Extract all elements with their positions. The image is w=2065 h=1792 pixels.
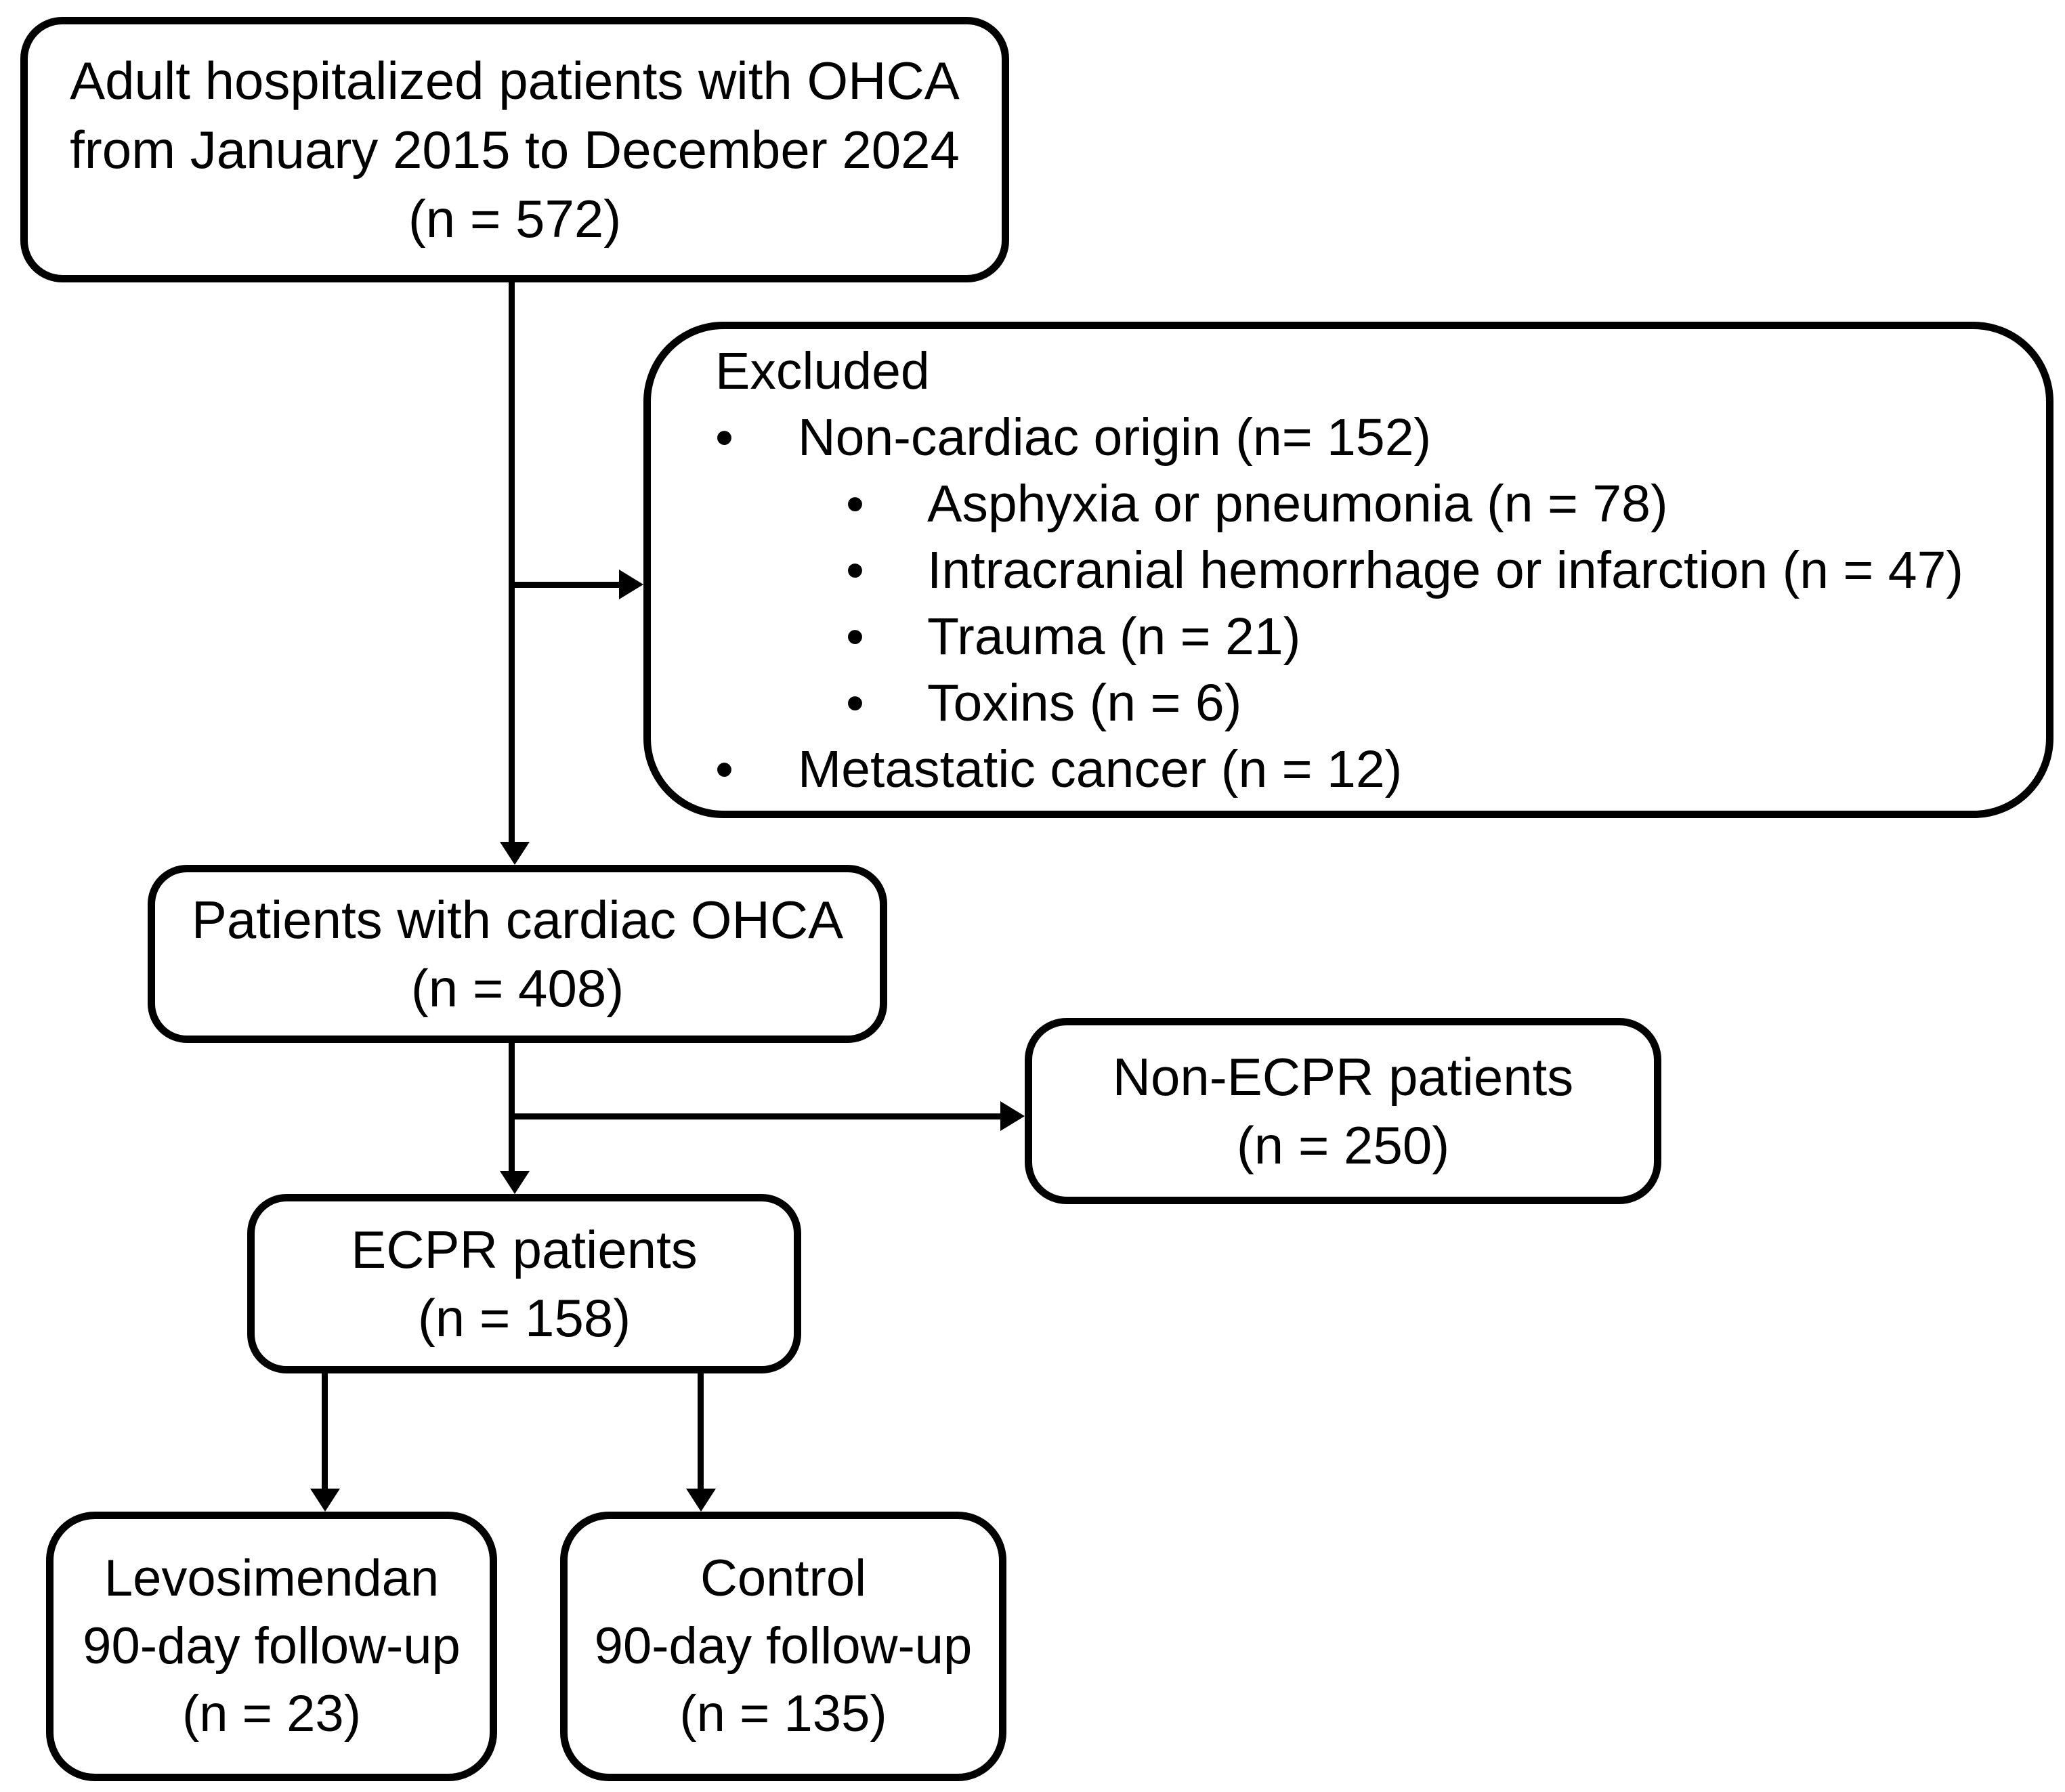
excluded-item-text: Non-cardiac origin (n= 152): [798, 408, 1432, 467]
control-line: Control: [700, 1550, 866, 1607]
arrowhead-right-non-ecpr-icon: [1000, 1101, 1025, 1131]
excluded-item-text: Asphyxia or pneumonia (n = 78): [927, 474, 1668, 533]
excluded-item-text: Metastatic cancer (n = 12): [798, 740, 1403, 798]
excluded-subitem: • Intracranial hemorrhage or infarction (…: [846, 537, 2019, 603]
levosimendan-count: (n = 23): [182, 1685, 362, 1743]
connector-ecpr-to-control: [698, 1372, 704, 1489]
levosimendan-line: 90-day follow-up: [83, 1617, 461, 1675]
box-enrollment: Adult hospitalized patients with OHCA fr…: [20, 17, 1009, 282]
box-non-ecpr: Non-ECPR patients (n = 250): [1025, 1018, 1661, 1204]
excluded-subitem: • Trauma (n = 21): [846, 603, 2019, 670]
excluded-item-text: Toxins (n = 6): [927, 673, 1242, 732]
bullet-icon: •: [846, 673, 864, 732]
bullet-icon: •: [846, 607, 864, 666]
enrollment-line: Adult hospitalized patients with OHCA: [70, 51, 960, 110]
non-ecpr-count: (n = 250): [1236, 1115, 1450, 1175]
arrowhead-down-ecpr-icon: [500, 1171, 530, 1194]
excluded-title: Excluded: [715, 341, 930, 400]
cardiac-count: (n = 408): [410, 958, 624, 1018]
excluded-item: • Metastatic cancer (n = 12): [715, 736, 2019, 803]
box-control: Control 90-day follow-up (n = 135): [560, 1512, 1006, 1781]
bullet-icon: •: [715, 408, 733, 467]
ecpr-line: ECPR patients: [351, 1219, 698, 1279]
connector-ecpr-to-levosimendan: [322, 1372, 328, 1489]
connector-to-excluded: [509, 582, 619, 588]
enrollment-line: from January 2015 to December 2024: [70, 120, 960, 179]
excluded-subitem: • Asphyxia or pneumonia (n = 78): [846, 471, 2019, 537]
bullet-icon: •: [846, 540, 864, 599]
bullet-icon: •: [846, 474, 864, 533]
excluded-item: • Non-cardiac origin (n= 152): [715, 404, 2019, 471]
excluded-item-text: Trauma (n = 21): [927, 607, 1301, 666]
arrowhead-down-cardiac-icon: [500, 842, 530, 865]
box-cardiac-ohca: Patients with cardiac OHCA (n = 408): [148, 865, 887, 1043]
arrowhead-down-control-icon: [686, 1489, 716, 1512]
box-excluded: Excluded • Non-cardiac origin (n= 152) • A…: [643, 322, 2053, 818]
levosimendan-line: Levosimendan: [104, 1550, 440, 1607]
excluded-subitem: • Toxins (n = 6): [846, 670, 2019, 736]
box-levosimendan: Levosimendan 90-day follow-up (n = 23): [46, 1512, 497, 1781]
non-ecpr-line: Non-ECPR patients: [1112, 1046, 1574, 1107]
control-line: 90-day follow-up: [594, 1617, 973, 1675]
excluded-item-text: Intracranial hemorrhage or infarction (n…: [927, 540, 1964, 599]
bullet-icon: •: [715, 740, 733, 798]
connector-cardiac-to-ecpr: [509, 1042, 515, 1171]
arrowhead-right-excluded-icon: [619, 570, 643, 599]
control-count: (n = 135): [679, 1685, 887, 1743]
cardiac-line: Patients with cardiac OHCA: [191, 889, 844, 950]
connector-to-non-ecpr: [509, 1113, 1000, 1119]
connector-enrollment-to-cardiac: [509, 280, 515, 845]
enrollment-count: (n = 572): [408, 189, 622, 249]
box-ecpr: ECPR patients (n = 158): [247, 1194, 801, 1373]
ecpr-count: (n = 158): [417, 1287, 631, 1348]
arrowhead-down-levosimendan-icon: [310, 1489, 340, 1512]
